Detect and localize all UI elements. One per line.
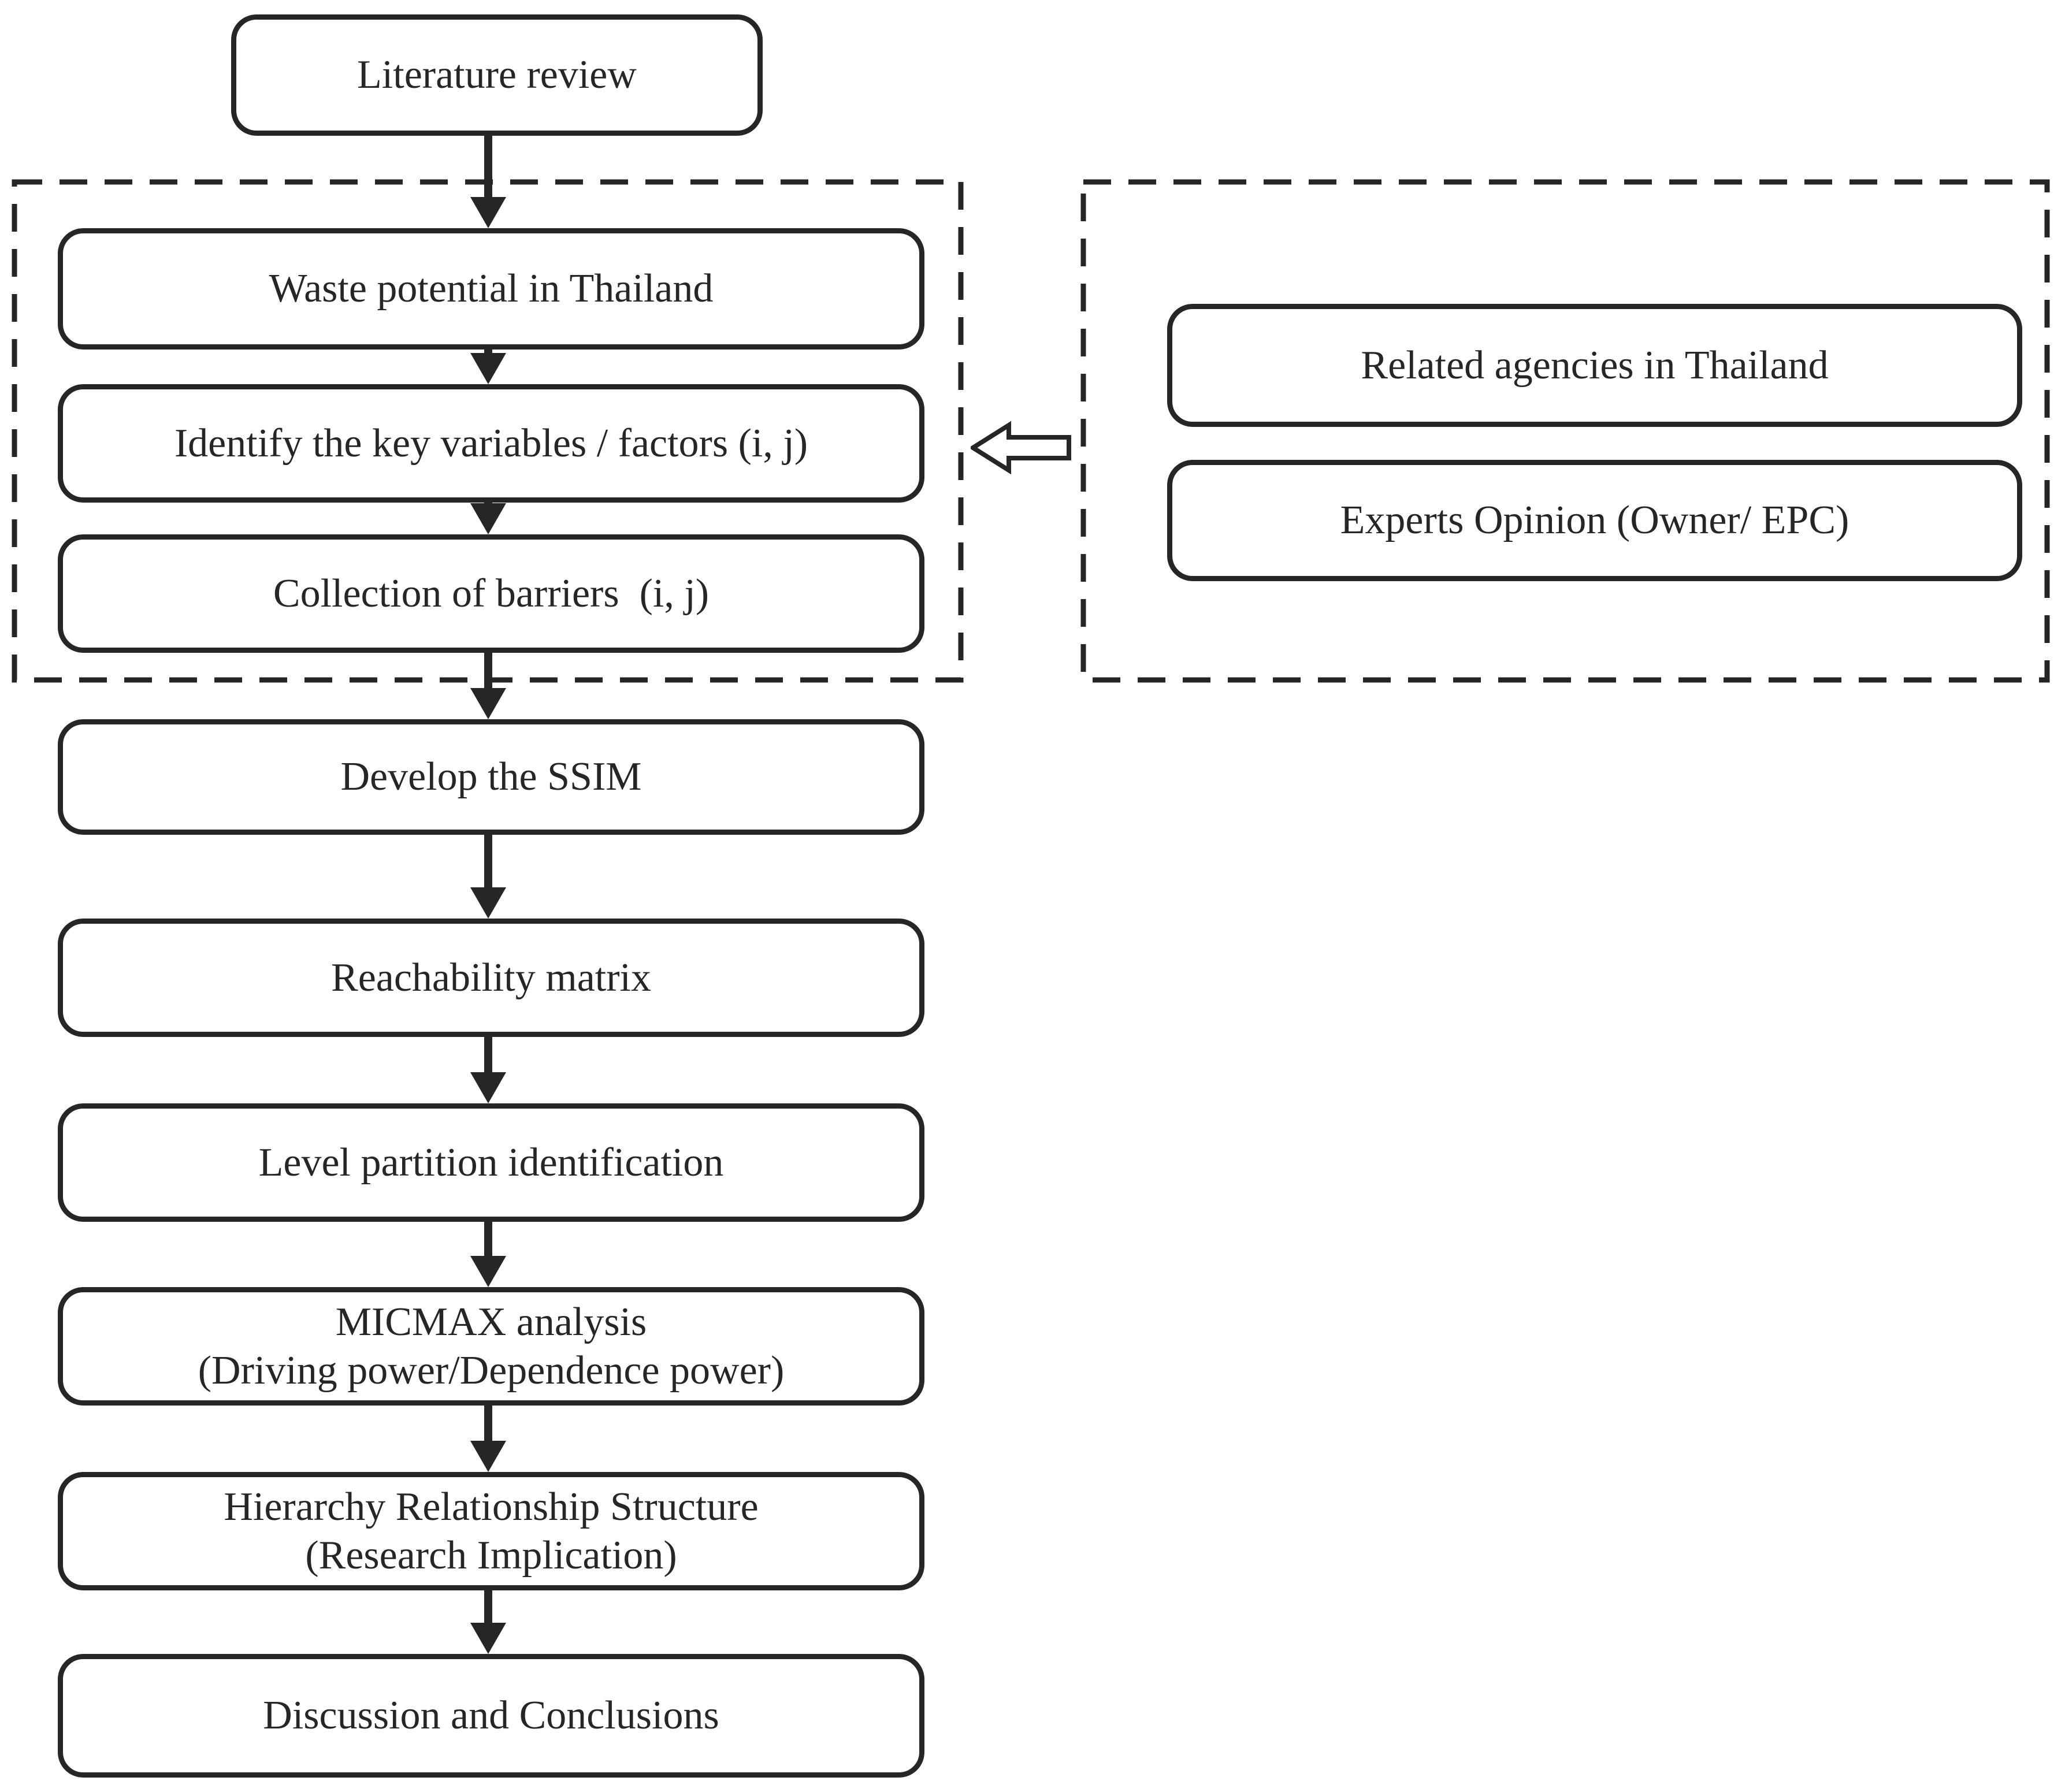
- down-arrow-icon: [465, 503, 511, 534]
- flow-box-label: Level partition identification: [258, 1140, 724, 1185]
- down-arrow-icon: [465, 350, 511, 384]
- flow-box-literature-review: Literature review: [231, 14, 763, 136]
- side-box-related-agencies: Related agencies in Thailand: [1167, 304, 2022, 427]
- flow-box-waste-potential: Waste potential in Thailand: [58, 228, 924, 350]
- down-arrow-icon: [465, 136, 511, 228]
- flow-box-label: Literature review: [357, 53, 637, 97]
- flow-box-label: Develop the SSIM: [340, 754, 642, 799]
- flow-box-sublabel: (Driving power/Dependence power): [198, 1348, 785, 1393]
- down-arrow-icon: [465, 1406, 511, 1472]
- flow-box-micmax-analysis: MICMAX analysis (Driving power/Dependenc…: [58, 1287, 924, 1406]
- down-arrow-icon: [465, 1037, 511, 1103]
- flow-box-discussion-conclusions: Discussion and Conclusions: [58, 1654, 924, 1778]
- down-arrow-icon: [465, 835, 511, 919]
- flow-box-label: Discussion and Conclusions: [263, 1693, 719, 1738]
- right-dashed-group-box: [1080, 179, 2050, 683]
- flow-box-collection-barriers: Collection of barriers (i, j): [58, 534, 924, 653]
- flow-box-label: Collection of barriers (i, j): [273, 571, 710, 616]
- down-arrow-icon: [465, 653, 511, 719]
- flow-box-hierarchy-structure: Hierarchy Relationship Structure (Resear…: [58, 1472, 924, 1590]
- flow-box-label: Waste potential in Thailand: [269, 266, 714, 311]
- down-arrow-icon: [465, 1590, 511, 1654]
- flow-box-develop-ssim: Develop the SSIM: [58, 719, 924, 835]
- flow-box-identify-variables: Identify the key variables / factors (i,…: [58, 384, 924, 503]
- flow-box-sublabel: (Research Implication): [305, 1533, 677, 1578]
- flow-box-label: Reachability matrix: [331, 955, 651, 1000]
- flow-box-label: MICMAX analysis: [335, 1299, 647, 1344]
- side-box-label: Experts Opinion (Owner/ EPC): [1340, 498, 1849, 542]
- side-box-label: Related agencies in Thailand: [1361, 343, 1829, 388]
- flow-box-label: Hierarchy Relationship Structure: [224, 1484, 759, 1529]
- flow-box-label: Identify the key variables / factors (i,…: [174, 421, 808, 466]
- flow-box-level-partition: Level partition identification: [58, 1103, 924, 1222]
- down-arrow-icon: [465, 1222, 511, 1287]
- hollow-left-block-arrow-icon: [971, 421, 1071, 475]
- side-box-experts-opinion: Experts Opinion (Owner/ EPC): [1167, 460, 2022, 581]
- flow-box-reachability-matrix: Reachability matrix: [58, 919, 924, 1037]
